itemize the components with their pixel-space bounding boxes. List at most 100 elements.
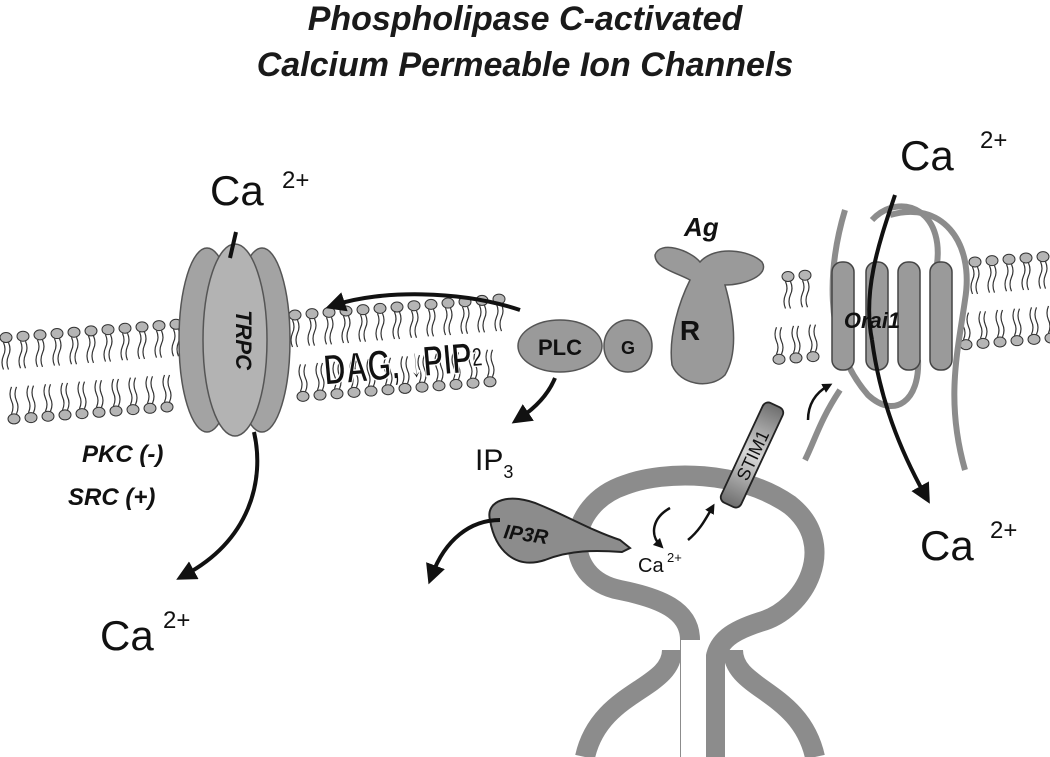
lipid-head bbox=[968, 256, 982, 268]
lipid-tail bbox=[142, 331, 147, 360]
lipid-tail bbox=[40, 339, 45, 368]
lipid-tail bbox=[91, 335, 96, 364]
lipid-tail bbox=[94, 380, 99, 408]
lipid-tail bbox=[779, 327, 784, 355]
lipid-tail bbox=[808, 324, 813, 352]
lipid-head bbox=[109, 405, 123, 417]
src-label: SRC (+) bbox=[68, 484, 155, 511]
lipid-head bbox=[1010, 335, 1024, 347]
lipid-tail bbox=[473, 350, 478, 379]
lipid-tail bbox=[788, 281, 793, 309]
lipid-head bbox=[288, 309, 302, 321]
lipid-tail bbox=[111, 378, 116, 407]
lipid-head bbox=[305, 308, 319, 320]
pkc-label: PKC (-) bbox=[82, 441, 163, 468]
lipid-tail bbox=[468, 350, 473, 379]
lipid-tail bbox=[1021, 262, 1026, 291]
lipid-tail bbox=[159, 330, 164, 358]
lipid-head bbox=[1027, 333, 1041, 345]
stim1-exchange-arrow-up bbox=[687, 503, 715, 541]
g-label: G bbox=[621, 338, 635, 358]
lipid-tail bbox=[499, 303, 504, 332]
ca-ion-label-trpc-top: Ca 2+ bbox=[210, 167, 309, 214]
lipid-head bbox=[58, 409, 72, 421]
orai-ca-entry-line bbox=[867, 194, 897, 341]
lipid-head bbox=[1002, 253, 1016, 265]
lipid-head bbox=[322, 306, 336, 318]
lipid-head bbox=[118, 322, 132, 334]
lipid-tail bbox=[409, 310, 414, 338]
lipid-tail bbox=[354, 360, 359, 388]
plc-enzyme: PLC bbox=[517, 319, 603, 373]
lipid-tail bbox=[494, 303, 499, 332]
lipid-tail bbox=[1026, 262, 1031, 291]
lipid-tail bbox=[99, 380, 104, 408]
lipid-bilayer bbox=[0, 251, 1050, 425]
lipid-tail bbox=[332, 361, 337, 389]
lipid-tail bbox=[31, 385, 36, 413]
lipid-tail bbox=[167, 374, 172, 403]
lipid-tail bbox=[52, 338, 57, 366]
lipid-head bbox=[67, 326, 81, 338]
lipid-head bbox=[441, 297, 455, 309]
lipid-tail bbox=[1038, 261, 1043, 289]
stim1-to-orai-arrow bbox=[806, 383, 833, 421]
lipid-tail bbox=[451, 352, 456, 380]
agonist-label: Ag bbox=[683, 212, 719, 242]
lipid-head bbox=[16, 330, 30, 342]
lipid-head bbox=[24, 412, 38, 424]
trpc-channel: TRPC bbox=[178, 243, 291, 437]
lipid-tail bbox=[341, 315, 346, 344]
lipid-tail bbox=[103, 334, 108, 362]
svg-text:2+: 2+ bbox=[667, 550, 682, 565]
lipid-tail bbox=[992, 265, 997, 293]
lipid-head bbox=[798, 269, 812, 281]
trpc-ca-entry-line bbox=[228, 231, 238, 259]
lipid-tail bbox=[14, 386, 19, 415]
lipid-tail bbox=[791, 325, 796, 354]
lipid-tail bbox=[975, 266, 980, 295]
lipid-tail bbox=[1017, 308, 1022, 336]
lipid-tail bbox=[120, 333, 125, 361]
lipid-tail bbox=[414, 310, 419, 338]
lipid-tail bbox=[813, 324, 818, 352]
lipid-tail bbox=[298, 364, 303, 392]
lipid-tail bbox=[108, 334, 113, 362]
lipid-head bbox=[424, 298, 438, 310]
lipid-tail bbox=[422, 354, 427, 383]
lipid-head bbox=[143, 402, 157, 414]
lipid-head bbox=[33, 329, 47, 341]
lipid-tail bbox=[329, 317, 334, 345]
lipid-tail bbox=[1012, 308, 1017, 336]
lipid-tail bbox=[1034, 307, 1039, 335]
svg-text:2+: 2+ bbox=[990, 517, 1017, 544]
lipid-tail bbox=[35, 339, 40, 368]
svg-text:Ca: Ca bbox=[900, 132, 954, 179]
lipid-head bbox=[296, 390, 310, 402]
lipid-head bbox=[75, 408, 89, 420]
lipid-tail bbox=[983, 311, 988, 339]
lipid-tail bbox=[116, 378, 121, 407]
svg-text:2+: 2+ bbox=[282, 167, 309, 194]
lipid-tail bbox=[74, 336, 79, 365]
svg-text:Ca: Ca bbox=[100, 612, 154, 659]
lipid-tail bbox=[69, 336, 74, 365]
lipid-tail bbox=[312, 318, 317, 346]
lipid-head bbox=[126, 404, 140, 416]
lipid-tail bbox=[456, 352, 461, 380]
lipid-tail bbox=[43, 384, 48, 412]
lipid-tail bbox=[346, 315, 351, 344]
lipid-tail bbox=[388, 357, 393, 385]
lipid-head bbox=[398, 382, 412, 394]
svg-text:Ca: Ca bbox=[210, 167, 264, 214]
lipid-tail bbox=[363, 314, 368, 342]
lipid-tail bbox=[966, 312, 971, 340]
lipid-tail bbox=[23, 340, 28, 369]
lipid-tail bbox=[307, 318, 312, 346]
lipid-tail bbox=[1009, 264, 1014, 292]
lipid-head bbox=[1044, 332, 1050, 344]
lipid-tail bbox=[783, 281, 788, 309]
lipid-tail bbox=[349, 360, 354, 388]
lipid-tail bbox=[392, 311, 397, 340]
title-line-2: Calcium Permeable Ion Channels bbox=[257, 46, 794, 84]
